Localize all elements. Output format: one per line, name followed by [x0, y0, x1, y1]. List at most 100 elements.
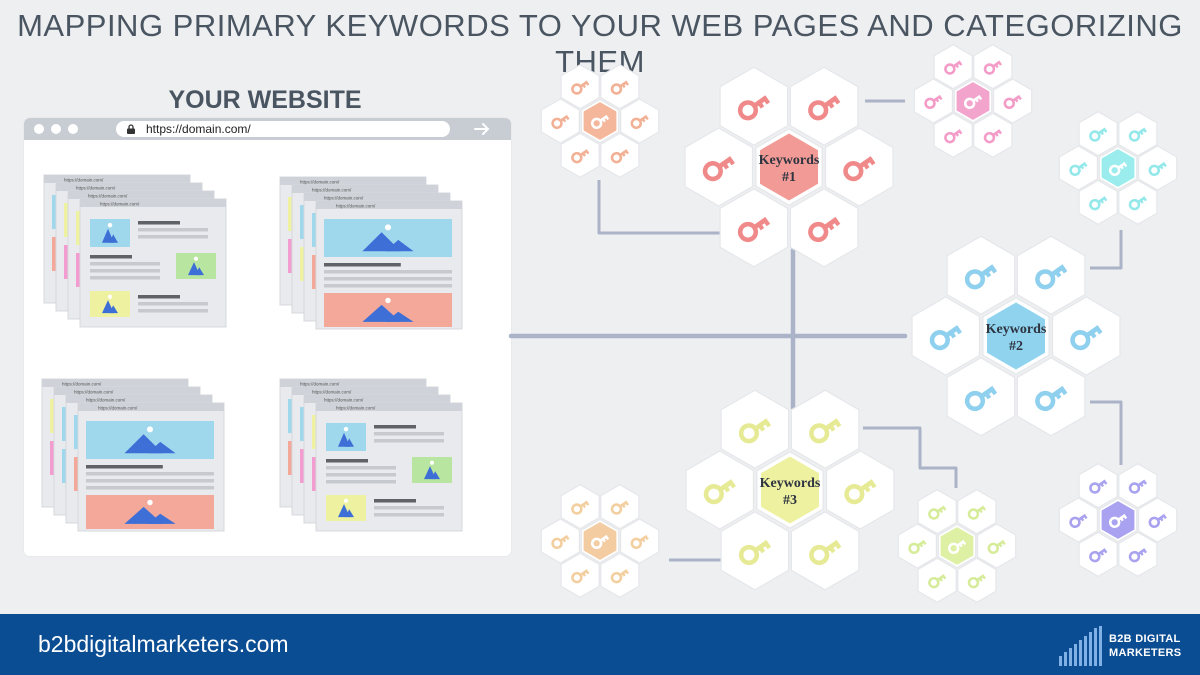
connector-line	[863, 426, 958, 488]
keyword-subcluster	[1058, 111, 1178, 225]
mini-url-text: https://domain.com/	[100, 202, 140, 207]
bar-chart-logo-icon	[1059, 626, 1102, 666]
mini-url-text: https://domain.com/	[324, 196, 364, 201]
key-icon	[928, 574, 947, 589]
key-icon	[1035, 385, 1068, 412]
key-icon	[571, 569, 590, 584]
logo-text-line2: MARKETERS	[1109, 647, 1182, 659]
key-icon	[1069, 513, 1088, 529]
key-icon	[1089, 479, 1108, 494]
website-heading: YOUR WEBSITE	[168, 86, 362, 114]
arrow-right-icon[interactable]	[473, 121, 491, 137]
webpage-thumbnail: https://domain.com/	[315, 200, 463, 330]
key-icon	[610, 80, 630, 95]
key-icon	[944, 60, 963, 75]
hexagon-center	[761, 456, 819, 524]
keyword-subcluster	[897, 489, 1017, 603]
key-icon	[702, 156, 735, 182]
key-icon	[809, 539, 842, 566]
key-icon	[703, 479, 736, 505]
keyword-group-number: #1	[782, 170, 796, 185]
key-icon	[808, 95, 841, 121]
keyword-subcluster	[913, 44, 1033, 158]
url-text: https://domain.com/	[146, 122, 251, 136]
mini-url-text: https://domain.com/	[86, 398, 126, 403]
keyword-cluster-1: Keywords #1	[684, 66, 894, 268]
key-icon	[983, 60, 1003, 75]
key-icon	[1070, 325, 1103, 351]
keyword-cluster-3: Keywords#3	[685, 389, 895, 591]
connector-line	[1090, 400, 1123, 465]
key-icon	[963, 94, 983, 110]
mini-url-text: https://domain.com/	[336, 406, 376, 411]
keyword-subcluster	[540, 484, 660, 598]
hexagon-center	[956, 82, 990, 120]
key-icon	[1108, 513, 1128, 529]
keyword-cluster-2: Keywords#2	[911, 235, 1121, 437]
key-icon	[1089, 196, 1108, 211]
key-icon	[1069, 161, 1088, 177]
keyword-subcluster	[540, 64, 660, 178]
key-icon	[964, 264, 998, 290]
key-icon	[610, 149, 630, 164]
key-icon	[809, 418, 842, 444]
window-dot	[51, 124, 61, 134]
window-dot	[34, 124, 44, 134]
key-icon	[590, 534, 610, 550]
keyword-group-label: Keywords	[759, 153, 820, 168]
address-bar[interactable]: https://domain.com/	[116, 121, 450, 137]
keyword-group-number: #2	[1009, 339, 1023, 354]
window-dot	[68, 124, 78, 134]
key-icon	[1128, 548, 1148, 563]
page-title: MAPPING PRIMARY KEYWORDS TO YOUR WEB PAG…	[17, 8, 1183, 79]
key-icon	[630, 534, 649, 550]
footer-site-name[interactable]: b2bdigitalmarketers.com	[38, 631, 289, 657]
key-icon	[964, 385, 998, 412]
mini-url-text: https://domain.com/	[300, 382, 340, 387]
key-icon	[551, 534, 570, 550]
mini-url-text: https://domain.com/	[312, 390, 352, 395]
key-icon	[590, 114, 610, 130]
key-icon	[1108, 161, 1128, 177]
mini-url-text: https://domain.com/	[88, 194, 128, 199]
webpage-stack: https://domain.com/https://domain.com/ht…	[43, 174, 227, 328]
key-icon	[630, 114, 649, 130]
hexagon-center	[987, 302, 1045, 370]
mini-url-text: https://domain.com/	[74, 390, 114, 395]
key-icon	[929, 325, 962, 351]
key-icon	[1035, 264, 1068, 290]
key-icon	[610, 500, 630, 515]
key-icon	[944, 129, 963, 144]
key-icon	[571, 80, 590, 95]
key-icon	[908, 539, 927, 555]
hexagon-center	[760, 133, 818, 201]
key-icon	[571, 149, 590, 164]
webpage-thumbnail: https://domain.com/	[77, 402, 225, 532]
mini-url-text: https://domain.com/	[312, 188, 352, 193]
mini-url-text: https://domain.com/	[64, 178, 104, 183]
mini-url-text: https://domain.com/	[76, 186, 116, 191]
key-icon	[808, 216, 841, 243]
key-icon	[738, 418, 772, 444]
key-icon	[1148, 161, 1167, 177]
key-icon	[967, 505, 987, 520]
webpage-stack: https://domain.com/https://domain.com/ht…	[279, 176, 463, 330]
connector-line	[1090, 230, 1123, 270]
key-icon	[843, 156, 876, 182]
key-icon	[1089, 127, 1108, 142]
mini-url-text: https://domain.com/	[300, 180, 340, 185]
key-icon	[987, 539, 1006, 555]
key-icon	[1148, 513, 1167, 529]
key-icon	[967, 574, 987, 589]
key-icon	[1003, 94, 1022, 110]
key-icon	[1128, 479, 1148, 494]
keyword-subcluster	[1058, 463, 1178, 577]
key-icon	[571, 500, 590, 515]
brand-logo: B2B DIGITAL MARKETERS	[1057, 624, 1187, 668]
keyword-group-label: Keywords	[760, 476, 821, 491]
webpage-thumbnail: https://domain.com/	[315, 402, 463, 532]
key-icon	[1089, 548, 1108, 563]
key-icon	[983, 129, 1003, 144]
